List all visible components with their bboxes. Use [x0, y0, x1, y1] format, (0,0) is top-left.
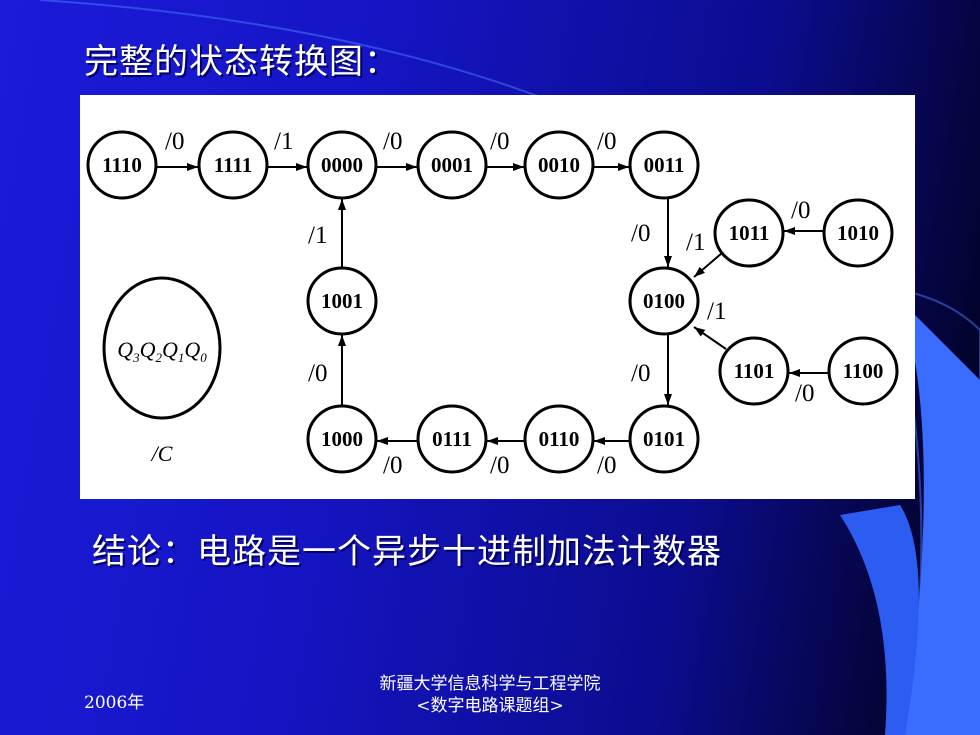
svg-text:1011: 1011	[729, 221, 770, 245]
footer-org-line1: 新疆大学信息科学与工程学院	[379, 674, 601, 694]
label-0000-0001: /0	[383, 128, 402, 155]
label-0111-1000: /0	[383, 452, 402, 479]
label-1101-0100: /1	[707, 298, 726, 325]
svg-text:1100: 1100	[843, 359, 884, 383]
state-1010: 1010	[822, 198, 894, 268]
state-1110: 1110	[86, 130, 158, 200]
footer-organization: 新疆大学信息科学与工程学院 <数字电路课题组>	[330, 673, 650, 717]
svg-text:Q3Q2Q1Q0: Q3Q2Q1Q0	[117, 337, 207, 365]
svg-text:0011: 0011	[644, 153, 685, 177]
legend-state-circle: Q3Q2Q1Q0	[102, 276, 222, 420]
arrow-1011-0100	[693, 252, 723, 278]
svg-text:1111: 1111	[214, 153, 253, 177]
state-0110: 0110	[523, 404, 595, 474]
label-1110-1111: /0	[165, 128, 184, 155]
label-0001-0010: /0	[490, 128, 509, 155]
svg-text:1000: 1000	[321, 427, 363, 451]
svg-text:0000: 0000	[321, 153, 363, 177]
label-0010-0011: /0	[597, 128, 616, 155]
label-1010-1011: /0	[791, 197, 810, 224]
state-0001: 0001	[416, 130, 488, 200]
state-1011: 1011	[713, 198, 785, 268]
svg-text:1001: 1001	[321, 289, 363, 313]
svg-text:0110: 0110	[539, 427, 580, 451]
label-1001-0000: /1	[308, 222, 327, 249]
svg-text:0100: 0100	[643, 289, 685, 313]
svg-text:1110: 1110	[102, 153, 142, 177]
state-0000: 0000	[306, 130, 378, 200]
svg-text:1010: 1010	[837, 221, 879, 245]
state-0010: 0010	[523, 130, 595, 200]
state-transition-diagram: 1110 1111 0000 0001 0010 0011 1011 1010 …	[86, 128, 899, 479]
label-1000-1001: /0	[308, 360, 327, 387]
label-0110-0111: /0	[490, 452, 509, 479]
state-1111: 1111	[197, 130, 269, 200]
label-1100-1101: /0	[795, 380, 814, 407]
label-0101-0110: /0	[597, 452, 616, 479]
svg-text:0111: 0111	[432, 427, 472, 451]
state-1000: 1000	[306, 404, 378, 474]
svg-text:0001: 0001	[431, 153, 473, 177]
conclusion-text: 结论：电路是一个异步十进制加法计数器	[92, 532, 722, 572]
label-1011-0100: /1	[686, 229, 705, 256]
svg-text:0010: 0010	[538, 153, 580, 177]
label-0100-0101: /0	[631, 360, 650, 387]
state-0011: 0011	[628, 130, 700, 200]
svg-text:1101: 1101	[734, 359, 775, 383]
footer-date: 2006年	[84, 693, 145, 713]
state-0101: 0101	[628, 404, 700, 474]
state-0111: 0111	[416, 404, 488, 474]
legend-output-label: /C	[150, 441, 173, 466]
label-0011-0100: /0	[631, 220, 650, 247]
arrow-1101-0100	[693, 326, 727, 350]
state-1100: 1100	[827, 336, 899, 406]
state-diagram-panel: 1110 1111 0000 0001 0010 0011 1011 1010 …	[80, 95, 915, 499]
state-1001: 1001	[306, 266, 378, 336]
footer-org-line2: <数字电路课题组>	[416, 696, 564, 716]
state-1101: 1101	[718, 336, 790, 406]
slide-title: 完整的状态转换图：	[84, 42, 399, 82]
state-0100: 0100	[628, 266, 700, 336]
label-1111-0000: /1	[274, 128, 293, 155]
svg-text:0101: 0101	[643, 427, 685, 451]
